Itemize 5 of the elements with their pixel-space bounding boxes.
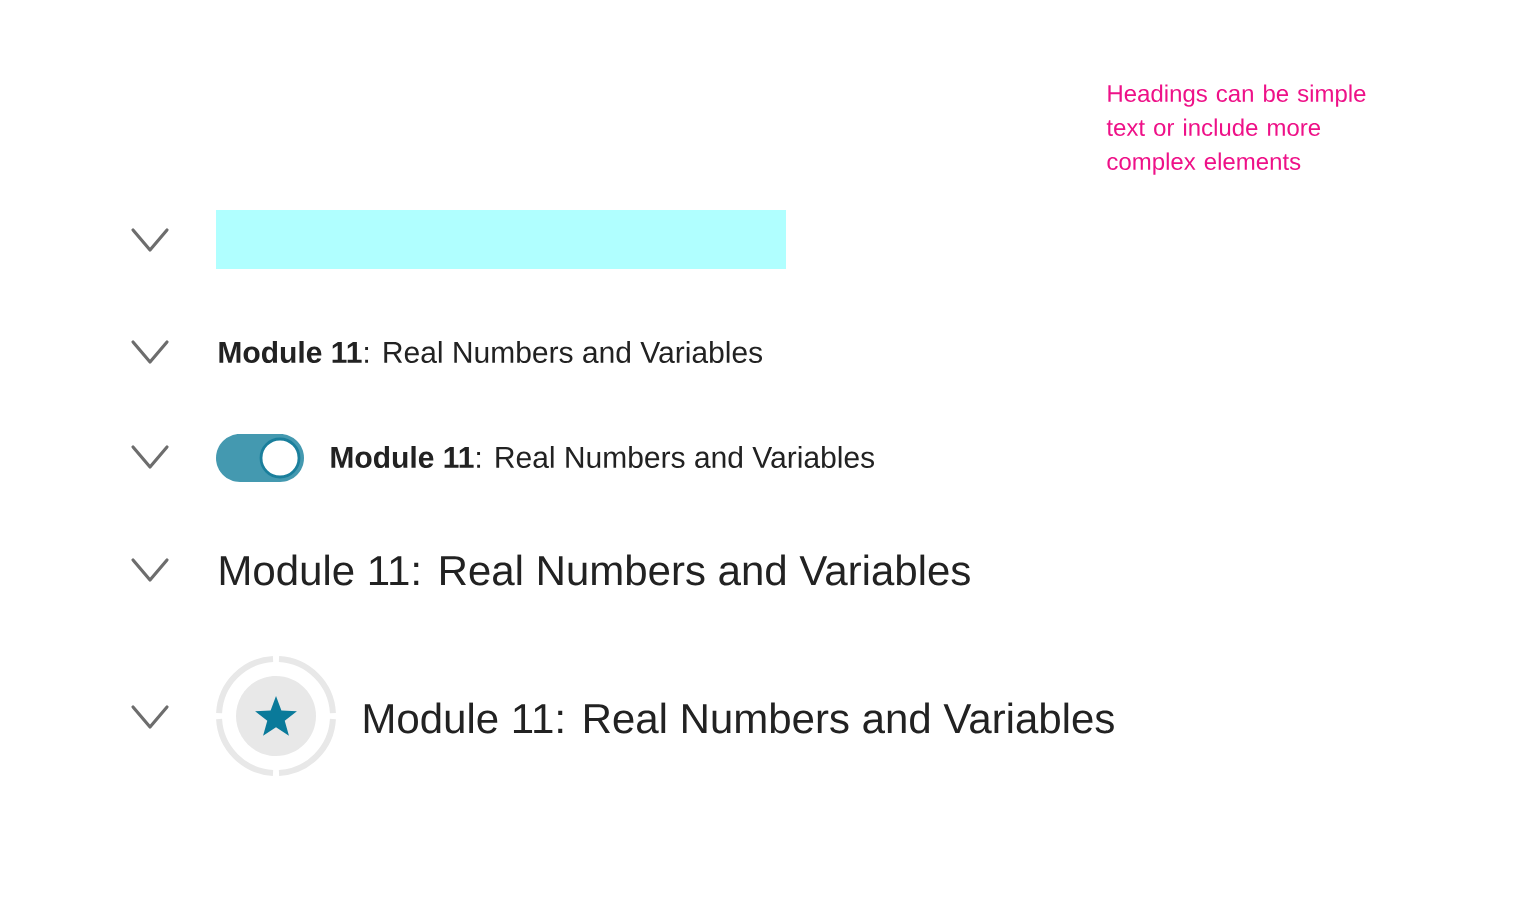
- heading-text: Module 11: Real Numbers and Variables: [364, 702, 1114, 734]
- heading-text: Module 11: Real Numbers and Variables: [331, 446, 874, 468]
- heading-text: Module 11: Real Numbers and Variables: [219, 341, 762, 363]
- annotation-note: Headings can be simple text or include more complex elements: [1106, 84, 1366, 175]
- heading-text: Module 11: Real Numbers and Variables: [220, 554, 970, 586]
